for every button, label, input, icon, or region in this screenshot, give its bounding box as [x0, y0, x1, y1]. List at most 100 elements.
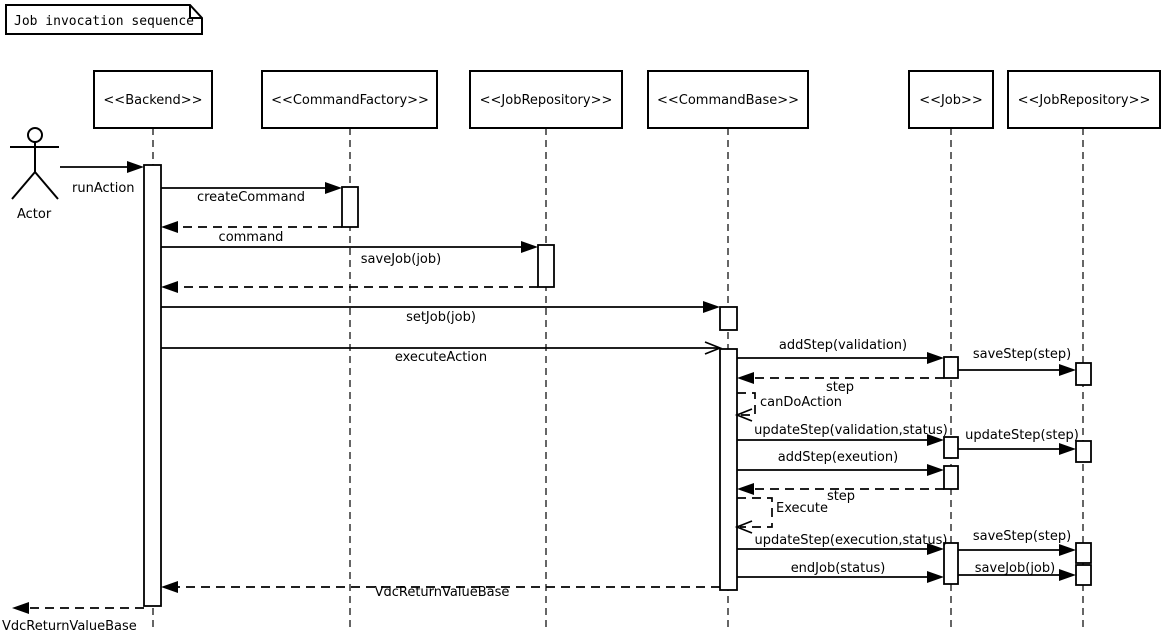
arrowhead-icon — [927, 571, 944, 583]
messages: runAction createCommand command saveJob(… — [2, 161, 1079, 634]
participant-jobrepository-2: <<JobRepository>> — [1007, 70, 1161, 129]
arrowhead-icon — [927, 434, 944, 446]
message-add-step-validation: addStep(validation) — [737, 338, 944, 364]
participant-label: <<Backend>> — [103, 93, 202, 108]
participant-box — [647, 70, 809, 129]
actor-label: Actor — [17, 207, 52, 222]
arrowhead-icon — [927, 352, 944, 364]
message-can-do-action: canDoAction — [734, 392, 842, 422]
note-fold-icon — [189, 5, 202, 19]
participant-box — [908, 70, 994, 129]
participant-label: <<Job>> — [919, 93, 983, 108]
participant-label: <<JobRepository>> — [1018, 93, 1151, 108]
arrowhead-icon — [521, 241, 538, 253]
open-arrowhead-icon — [734, 408, 753, 422]
message-save-step-2: saveStep(step) — [958, 529, 1076, 556]
message-run-action: runAction — [60, 161, 144, 196]
note-title: Job invocation sequence — [14, 14, 194, 29]
participant-box — [469, 70, 623, 129]
message-step-return-1: step — [737, 372, 944, 395]
note-shape — [5, 4, 203, 35]
message-label: updateStep(validation,status) — [754, 423, 948, 438]
actor-head-icon — [27, 127, 43, 143]
participant-box — [93, 70, 213, 129]
message-vdc-return-to-actor: VdcReturnValueBase — [2, 602, 144, 634]
arrowhead-icon — [1059, 544, 1076, 556]
message-update-step-execution: updateStep(execution,status) — [737, 533, 947, 555]
activation-backend — [143, 164, 162, 607]
message-label: addStep(exeution) — [778, 450, 898, 465]
self-message-line — [737, 497, 773, 528]
participants: <<Backend>> <<CommandFactory>> <<JobRepo… — [93, 70, 1161, 129]
activation-commandbase-execute — [719, 348, 738, 591]
message-update-step-validation: updateStep(validation,status) — [737, 423, 948, 446]
message-label: VdcReturnValueBase — [375, 585, 510, 600]
message-label: saveJob(job) — [361, 252, 441, 267]
participant-label: <<JobRepository>> — [480, 93, 613, 108]
message-execute-action: executeAction — [161, 341, 723, 365]
actor: Actor — [10, 127, 59, 222]
arrowhead-icon — [127, 161, 144, 173]
message-update-step-1: updateStep(step) — [958, 428, 1079, 455]
arrowhead-icon — [1059, 364, 1076, 376]
arrowhead-icon — [1059, 443, 1076, 455]
arrowhead-icon — [161, 281, 178, 293]
message-step-return-2: step — [737, 483, 944, 504]
open-arrowhead-icon — [734, 520, 753, 534]
activation-jobrepository2-4 — [1075, 564, 1092, 586]
activation-job-2 — [943, 436, 959, 459]
message-label: step — [826, 380, 854, 395]
activation-jobrepository2-3 — [1075, 542, 1092, 564]
open-arrowhead-icon — [704, 341, 723, 355]
title-note: Job invocation sequence — [5, 4, 203, 35]
message-label: saveStep(step) — [973, 529, 1071, 544]
message-label: command — [219, 230, 284, 245]
message-save-job: saveJob(job) — [161, 241, 538, 267]
activation-jobrepository2-2 — [1075, 440, 1092, 463]
activation-job-1 — [943, 356, 959, 379]
arrowhead-icon — [737, 483, 754, 495]
message-label: VdcReturnValueBase — [2, 619, 137, 634]
participant-jobrepository-1: <<JobRepository>> — [469, 70, 623, 129]
message-add-step-execution: addStep(exeution) — [737, 450, 944, 476]
activation-job-3 — [943, 465, 959, 490]
arrowhead-icon — [927, 464, 944, 476]
activation-commandfactory — [341, 186, 359, 228]
message-label: canDoAction — [760, 395, 842, 410]
activation-jobrepository1 — [537, 244, 555, 288]
actor-leg-right-icon — [34, 171, 59, 200]
activation-job-4 — [943, 542, 959, 585]
activation-commandbase-setjob — [719, 306, 738, 331]
arrowhead-icon — [703, 301, 720, 313]
message-label: addStep(validation) — [779, 338, 907, 353]
message-label: endJob(status) — [791, 561, 886, 576]
message-label: saveJob(job) — [975, 561, 1055, 576]
message-label: updateStep(step) — [965, 428, 1079, 443]
arrowhead-icon — [1059, 569, 1076, 581]
participant-backend: <<Backend>> — [93, 70, 213, 129]
participant-box — [261, 70, 438, 129]
participant-label: <<CommandBase>> — [657, 93, 799, 108]
actor-leg-left-icon — [11, 171, 36, 200]
message-label: updateStep(execution,status) — [755, 533, 948, 548]
message-label: executeAction — [395, 350, 487, 365]
arrowhead-icon — [161, 581, 178, 593]
message-save-job-2: saveJob(job) — [958, 561, 1076, 581]
message-execute-self: Execute — [734, 497, 828, 534]
message-vdc-return-to-backend: VdcReturnValueBase — [161, 581, 720, 600]
message-savejob-return — [161, 281, 538, 293]
message-label: step — [827, 489, 855, 504]
message-label: createCommand — [197, 190, 305, 205]
arrowhead-icon — [325, 182, 342, 194]
message-label: Execute — [776, 501, 828, 516]
participant-box — [1007, 70, 1161, 129]
arrowhead-icon — [12, 602, 29, 614]
message-label: runAction — [72, 181, 135, 196]
message-command-return: command — [161, 221, 342, 245]
participant-commandbase: <<CommandBase>> — [647, 70, 809, 129]
arrowhead-icon — [161, 221, 178, 233]
message-create-command: createCommand — [161, 182, 342, 205]
self-message-line — [737, 392, 756, 416]
arrowhead-icon — [737, 372, 754, 384]
